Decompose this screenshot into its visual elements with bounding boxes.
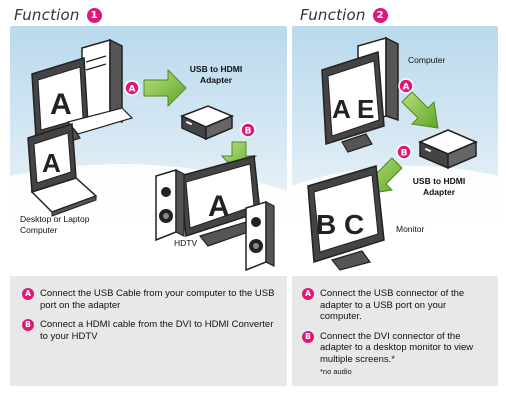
tv-screen-letter: A [208,190,230,223]
step-b: B Connect a HDMI cable from the DVI to H… [22,319,277,342]
step-b-badge: B [396,144,412,160]
svg-text:A: A [403,83,410,93]
computer-screen-letters: A E [332,94,374,124]
svg-text:B: B [401,149,408,159]
arrow-down-right-icon [401,91,439,129]
function-2-title: Function [300,6,366,24]
step-a-badge: A [398,78,414,94]
step-a-text: Connect the USB Cable from your computer… [40,288,275,311]
desktop-laptop-label: Desktop or Laptop Computer [20,214,90,235]
function-1-illustration: A A A B [10,26,287,271]
step-b-badge: B [22,319,34,331]
step-a-badge: A [124,80,140,96]
usb-hdmi-adapter-icon [418,129,478,170]
usb-hdmi-adapter-icon [180,105,234,141]
computer-label: Computer [408,55,446,65]
monitor-screen-letters: B C [316,209,364,240]
laptop-icon [27,122,98,217]
step-a-badge: A [22,288,34,300]
monitor-label: Monitor [396,224,425,234]
step-a: A Connect the USB Cable from your comput… [22,288,277,311]
left-speaker-icon [155,168,185,242]
step-a: A Connect the USB connector of the adapt… [302,288,490,323]
function-2-scene: A E A B B C [292,26,498,271]
usb-hdmi-label: USB to HDMI Adapter [412,176,466,197]
svg-text:A: A [129,85,136,95]
computer-monitor-icon [321,50,385,153]
desktop-screen-letter: A [50,88,72,121]
function-1-title: Function [14,6,80,24]
function-1-instructions: A Connect the USB Cable from your comput… [10,276,287,386]
laptop-screen-letter: A [42,148,61,178]
svg-text:B: B [245,127,252,137]
desktop-tower-icon [81,38,123,130]
function-2-illustration: A E A B B C Compu [292,26,498,271]
step-b-text: Connect a HDMI cable from the DVI to HDM… [40,319,274,342]
hdtv-label: HDTV [174,238,198,248]
function-1-number-badge: 1 [86,7,102,23]
function-2-instructions: A Connect the USB connector of the adapt… [292,276,498,386]
function-2-header: Function 2 [300,4,388,26]
no-audio-note: *no audio [320,367,352,376]
function-1-header: Function 1 [14,4,102,26]
right-speaker-icon [245,200,275,271]
function-1-scene: A A A B [10,26,287,271]
step-a-badge: A [302,288,314,300]
usb-hdmi-label: USB to HDMI Adapter [189,64,243,85]
monitor-icon [307,165,385,271]
hdtv-icon [179,155,261,247]
arrow-right-icon [143,68,187,108]
step-a-text: Connect the USB connector of the adapter… [320,288,465,322]
step-b: B Connect the DVI connector of the adapt… [302,330,490,378]
function-2-number-badge: 2 [372,7,388,23]
step-b-badge: B [302,330,314,343]
step-b-text: Connect the DVI connector of the adapter… [320,330,474,365]
step-b-badge: B [240,122,256,138]
